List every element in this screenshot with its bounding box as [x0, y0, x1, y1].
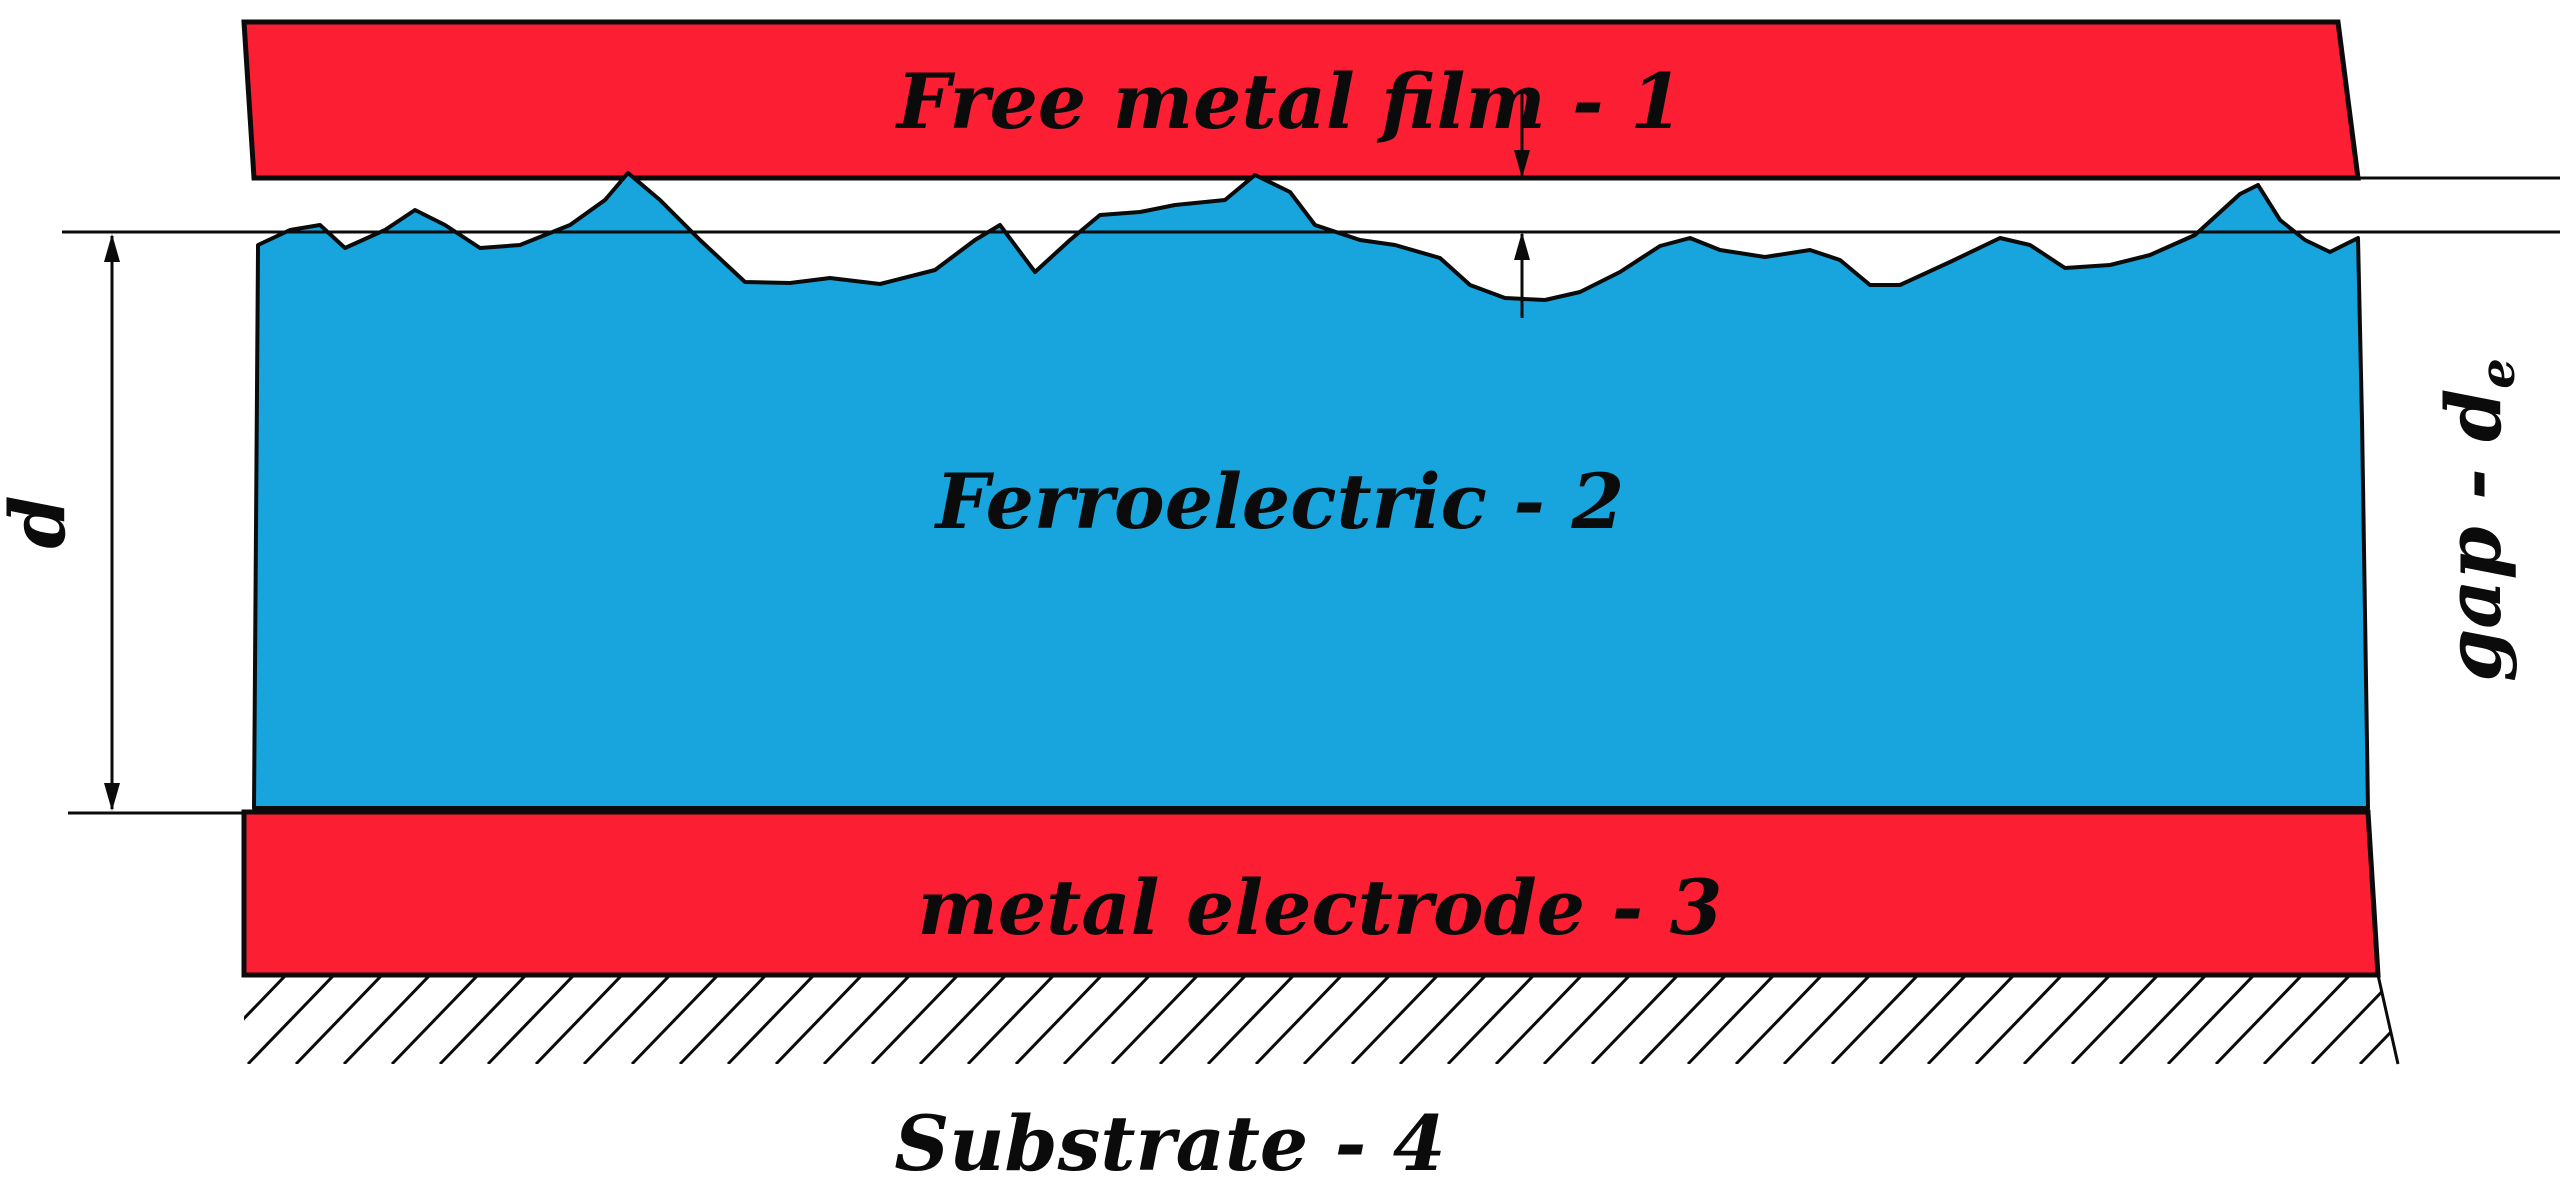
substrate-hatch-line: [918, 975, 1008, 1064]
gap-label-subscript: e: [2470, 358, 2526, 389]
substrate-hatch-line: [534, 975, 624, 1064]
substrate-hatch-line: [1062, 975, 1152, 1064]
substrate-label: Substrate - 4: [894, 1099, 1445, 1188]
substrate-hatch-line: [2456, 975, 2542, 1064]
substrate-hatch-line: [342, 975, 432, 1064]
substrate-hatch-line: [2310, 975, 2398, 1064]
substrate-hatch-line: [1734, 975, 1824, 1064]
substrate-hatch-line: [2022, 975, 2112, 1064]
substrate-hatch-line: [1686, 975, 1776, 1064]
substrate-layer: [244, 972, 2542, 1065]
substrate-hatch-line: [438, 975, 528, 1064]
substrate-hatch-line: [1110, 975, 1200, 1064]
substrate-hatch-line: [1590, 975, 1680, 1064]
substrate-hatch-line: [870, 975, 960, 1064]
substrate-hatch-line: [1446, 975, 1536, 1064]
substrate-hatch-line: [678, 975, 768, 1064]
substrate-hatch-line: [1974, 975, 2064, 1064]
substrate-hatch-line: [2358, 975, 2398, 1064]
gap-label: gap - de: [2429, 358, 2526, 682]
substrate-hatch-line: [2118, 975, 2208, 1064]
metal-electrode-label: metal electrode - 3: [918, 863, 1723, 952]
substrate-hatch-line: [1638, 975, 1728, 1064]
substrate-hatch-line: [2214, 975, 2304, 1064]
substrate-hatch-line: [2070, 975, 2160, 1064]
substrate-hatch-line: [1014, 975, 1104, 1064]
ferroelectric-label: Ferroelectric - 2: [934, 457, 1624, 546]
substrate-hatch-line: [2262, 975, 2352, 1064]
substrate-hatch-line: [1830, 975, 1920, 1064]
substrate-hatch-line: [390, 975, 480, 1064]
substrate-hatch-line: [630, 975, 720, 1064]
substrate-hatch-line: [244, 975, 288, 1064]
substrate-hatch-line: [2408, 975, 2494, 1064]
substrate-hatch-line: [822, 975, 912, 1064]
substrate-hatch-line: [246, 975, 336, 1064]
thickness-label: d: [0, 495, 82, 548]
substrate-hatch-line: [1302, 975, 1392, 1064]
gap-dimension-arrows: [1514, 92, 1530, 318]
substrate-hatch-line: [294, 975, 384, 1064]
substrate-hatch-line: [774, 975, 864, 1064]
substrate-hatch-line: [582, 975, 672, 1064]
substrate-hatch-line: [1542, 975, 1632, 1064]
substrate-hatch-line: [966, 975, 1056, 1064]
substrate-hatch-line: [1254, 975, 1344, 1064]
thickness-dimension-arrow: [104, 234, 120, 811]
substrate-hatch-line: [1878, 975, 1968, 1064]
substrate-hatch-line: [486, 975, 576, 1064]
substrate-hatch-line: [1494, 975, 1584, 1064]
substrate-hatch-line: [1350, 975, 1440, 1064]
substrate-hatch-line: [1206, 975, 1296, 1064]
substrate-hatch-line: [2166, 975, 2256, 1064]
substrate-hatch-line: [1782, 975, 1872, 1064]
free-metal-film-label: Free metal film - 1: [895, 57, 1683, 146]
substrate-hatch-line: [726, 975, 816, 1064]
gap-label-text: gap - d: [2429, 389, 2518, 682]
substrate-hatch-line: [1926, 975, 2016, 1064]
substrate-hatch-line: [1158, 975, 1248, 1064]
substrate-hatch-line: [1398, 975, 1488, 1064]
